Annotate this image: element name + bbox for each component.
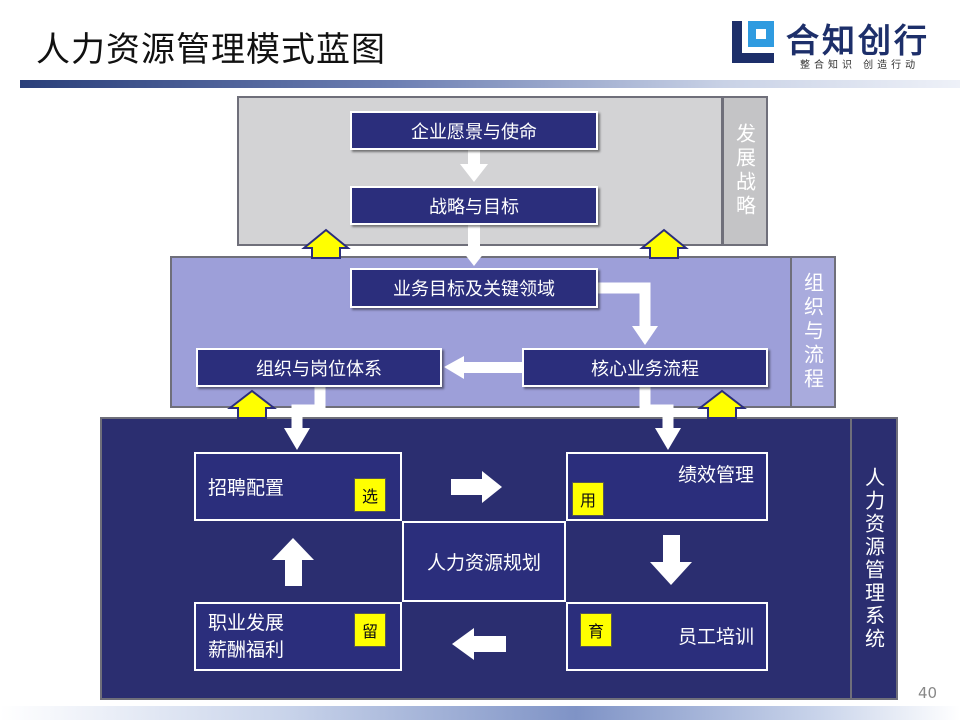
org-position-system-box: 组织与岗位体系: [196, 348, 442, 387]
cycle-arrow-right: [451, 471, 502, 503]
hr-band-label: 人力资源管理系统: [850, 417, 898, 700]
vision-mission-box: 企业愿景与使命: [350, 111, 598, 150]
arrow-vision-to-strategy: [460, 150, 488, 182]
core-business-process-box: 核心业务流程: [522, 348, 768, 387]
recruitment-label: 招聘配置: [208, 477, 285, 499]
career-compensation-box: 职业发展 薪酬福利 留: [194, 602, 402, 671]
org-band-label: 组织与流程: [790, 256, 836, 408]
retain-tag: 留: [354, 613, 386, 647]
arrow-business-goals-to-core-process: [598, 282, 658, 345]
develop-tag: 育: [580, 613, 612, 647]
page-number: 40: [918, 684, 938, 702]
arrow-strategy-to-business-goals: [460, 225, 488, 266]
select-tag: 选: [354, 478, 386, 512]
arrow-org-system-to-recruit: [284, 387, 326, 450]
yellow-up-arrow: [227, 228, 747, 419]
cycle-arrow-left: [452, 628, 506, 660]
cycle-arrow-down: [650, 535, 692, 585]
arrow-core-process-to-org-system: [444, 356, 522, 379]
use-tag: 用: [572, 482, 604, 516]
training-box: 员工培训 育: [566, 602, 768, 671]
logo-slogan: 整合知识 创造行动: [800, 60, 920, 71]
page-title: 人力资源管理模式蓝图: [36, 30, 386, 70]
performance-box: 绩效管理 用: [566, 452, 768, 521]
logo-name: 合知创行: [786, 21, 930, 60]
compensation-label: 薪酬福利: [208, 639, 285, 661]
recruitment-box: 招聘配置 选: [194, 452, 402, 521]
career-label: 职业发展: [208, 612, 285, 634]
strategy-band-label: 发展战略: [722, 96, 768, 246]
cycle-arrow-up: [272, 538, 314, 586]
footer-divider: [0, 706, 960, 720]
business-goals-box: 业务目标及关键领域: [350, 268, 598, 308]
hr-planning-box: 人力资源规划: [402, 521, 566, 602]
arrow-core-process-to-performance: [639, 387, 681, 450]
strategy-goals-box: 战略与目标: [350, 186, 598, 225]
company-logo-icon: [728, 17, 778, 67]
performance-label: 绩效管理: [677, 464, 754, 486]
title-divider: [20, 80, 960, 88]
training-label: 员工培训: [677, 626, 754, 648]
